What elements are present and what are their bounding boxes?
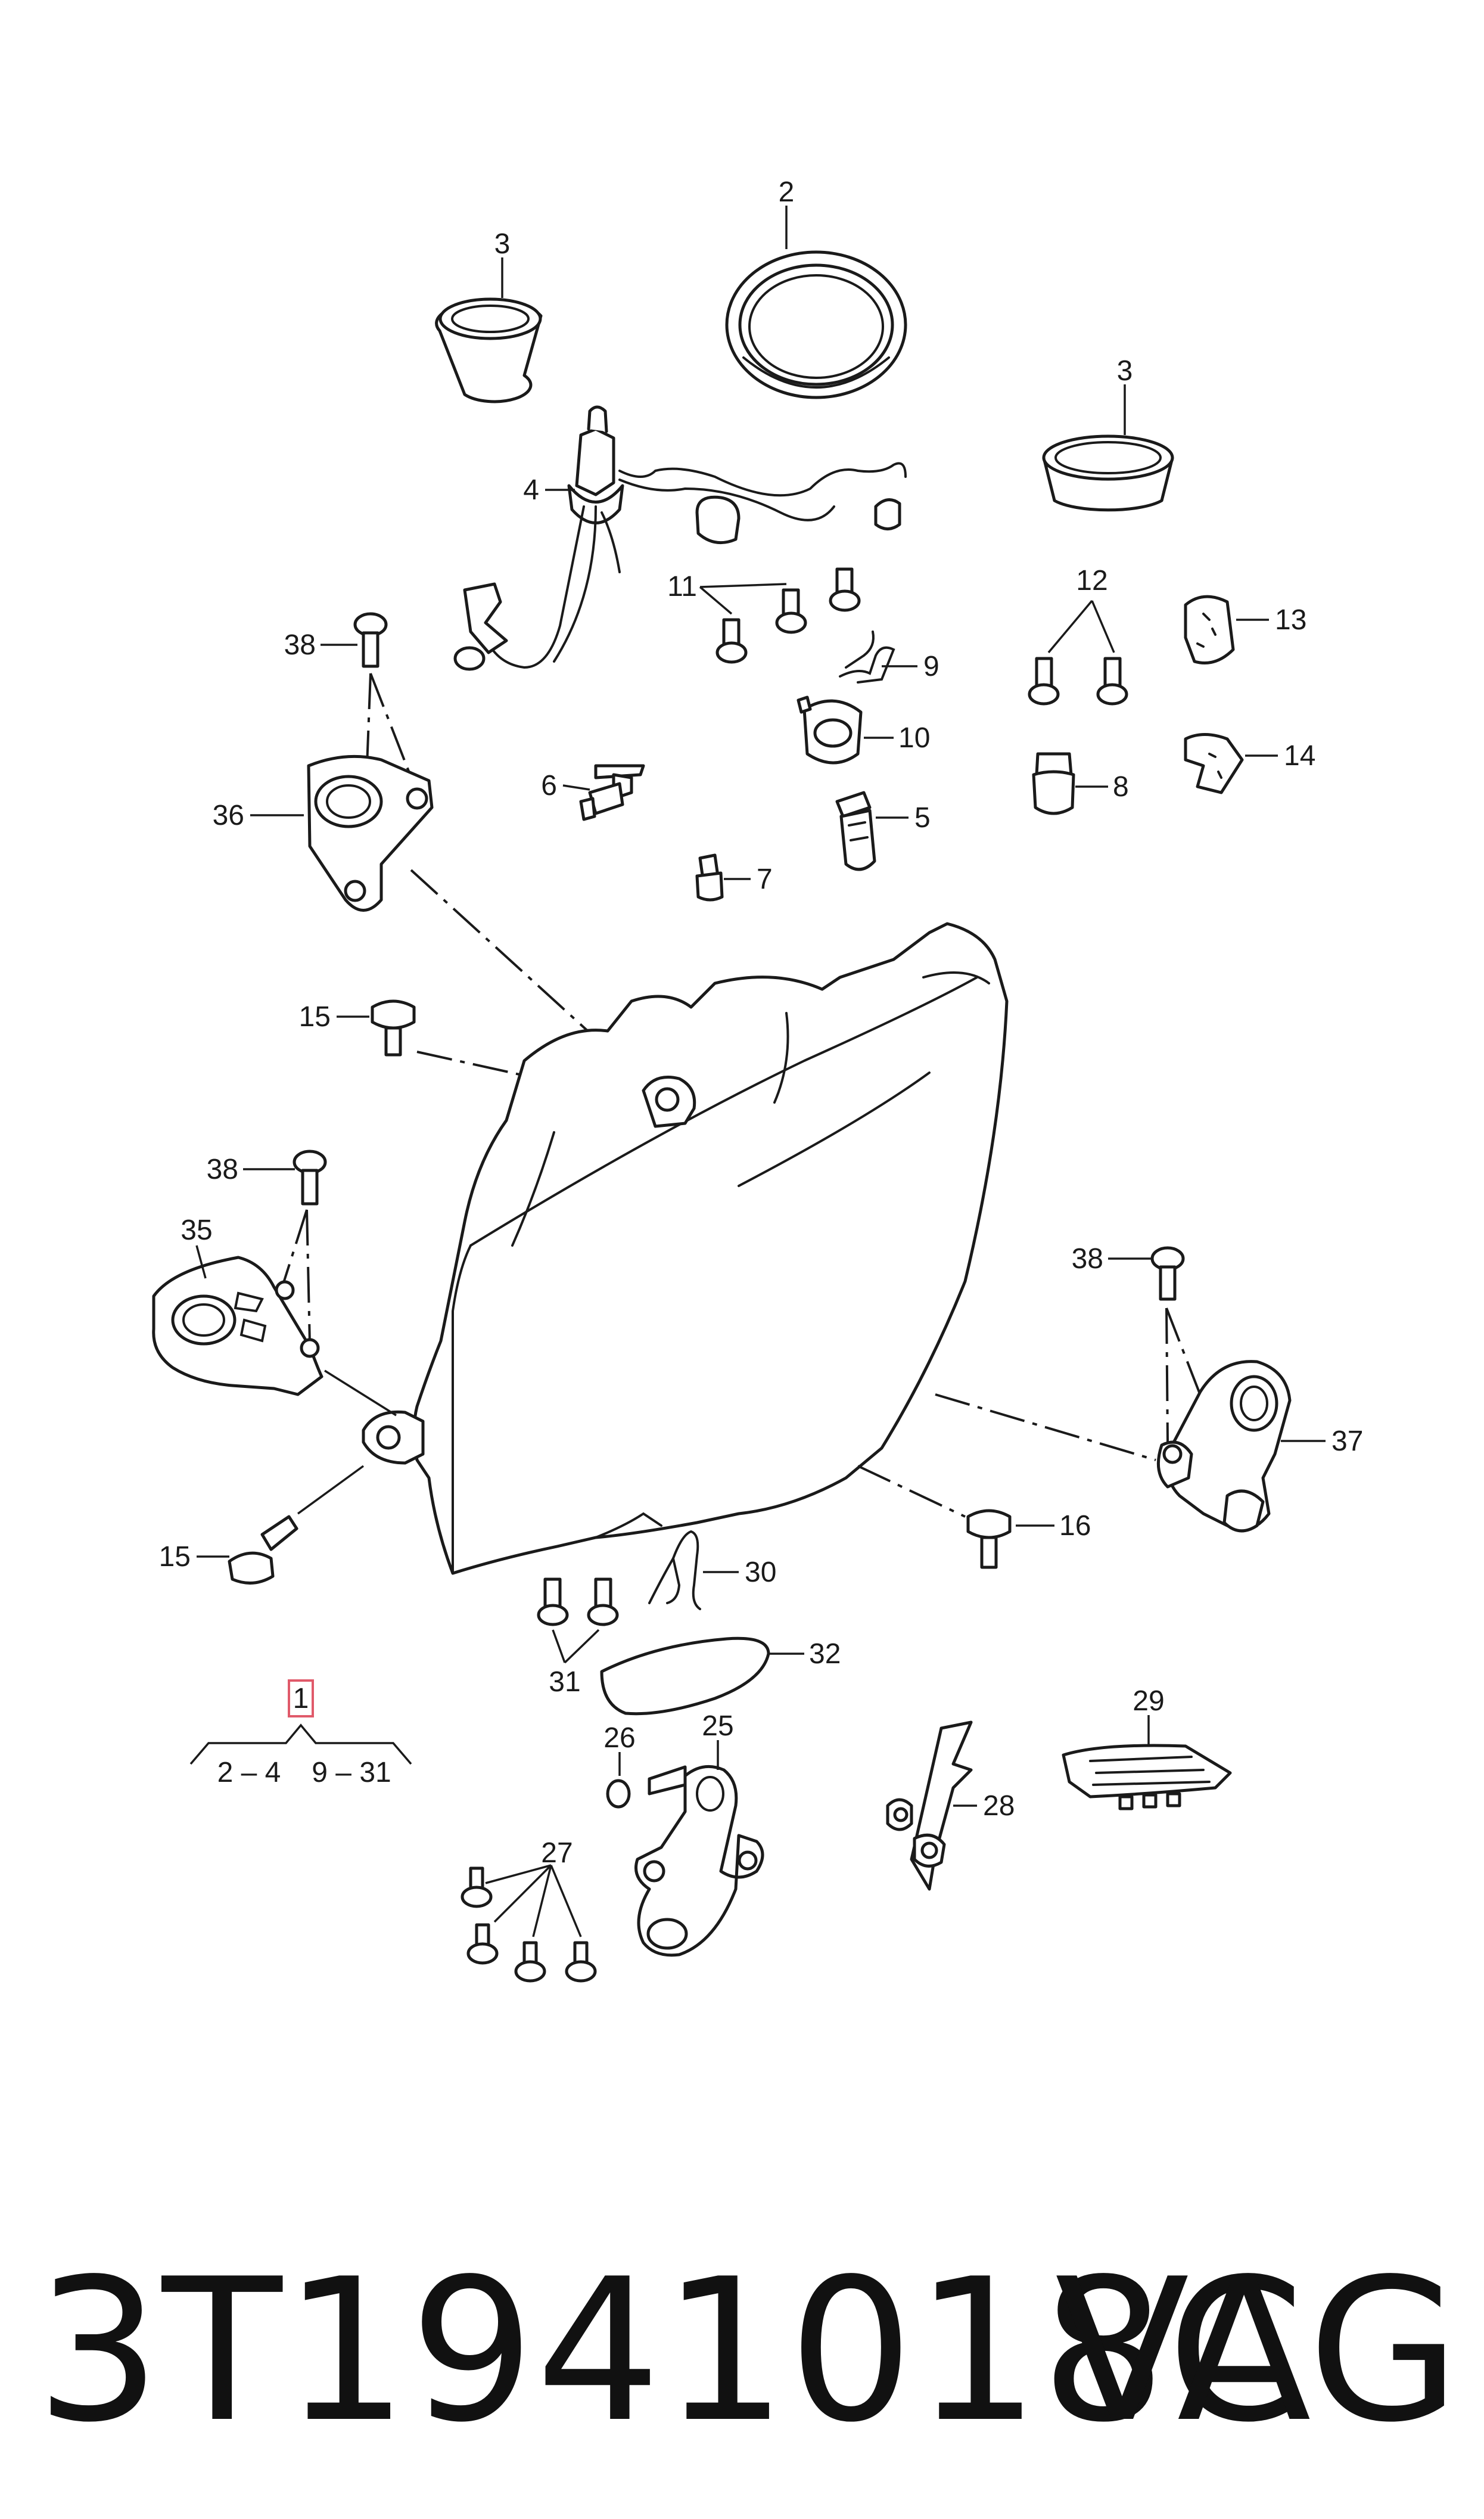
part-number: 3T1941018C bbox=[36, 2237, 1306, 2465]
part-3-cap-ring-right bbox=[1042, 434, 1174, 512]
callout-1-assembly: 1 2 – 4 9 – 31 bbox=[189, 1679, 412, 1788]
callout-15-bottom: 15 bbox=[159, 1541, 191, 1573]
footer: 3T1941018C VAG bbox=[0, 2229, 1484, 2503]
part-14-hose bbox=[1184, 733, 1244, 794]
callout-38-top: 38 bbox=[284, 629, 316, 661]
callout-28: 28 bbox=[983, 1790, 1015, 1822]
callout-14: 14 bbox=[1284, 740, 1315, 772]
part-28-bracket bbox=[886, 1720, 973, 1891]
callout-6: 6 bbox=[541, 770, 557, 802]
callout-15-top: 15 bbox=[299, 1001, 331, 1033]
assembly-bracket bbox=[189, 1723, 412, 1765]
leader-12 bbox=[1047, 600, 1115, 654]
callout-3-right: 3 bbox=[1117, 355, 1133, 387]
part-7-small-bulb bbox=[695, 853, 724, 902]
part-5-halogen-bulb bbox=[835, 791, 876, 871]
leader-31 bbox=[552, 1629, 600, 1664]
callout-35: 35 bbox=[181, 1215, 212, 1246]
line-35-to-housing bbox=[324, 1369, 397, 1417]
callout-8: 8 bbox=[1113, 771, 1129, 803]
exploded-parts-diagram: 2 3 3 4 11 bbox=[152, 176, 1363, 1983]
part-13-hose-elbow bbox=[1184, 595, 1235, 664]
callout-26: 26 bbox=[603, 1722, 635, 1754]
callout-29: 29 bbox=[1133, 1685, 1164, 1717]
line-15-to-housing bbox=[297, 1465, 365, 1515]
headlight-housing bbox=[362, 922, 1009, 1575]
part-31-screws bbox=[537, 1577, 619, 1626]
part-16-bolt bbox=[966, 1509, 1012, 1569]
part-6-bulb bbox=[579, 764, 645, 821]
part-29-cover-grille bbox=[1062, 1744, 1232, 1810]
part-38-screw-mid-left bbox=[293, 1150, 327, 1206]
callout-2: 2 bbox=[779, 176, 795, 208]
part-11-screws bbox=[715, 567, 861, 664]
leader-35 bbox=[195, 1245, 207, 1279]
callout-25: 25 bbox=[702, 1710, 733, 1742]
part-4-wiring-harness bbox=[453, 405, 907, 671]
part-26-o-ring bbox=[606, 1779, 631, 1809]
callout-7: 7 bbox=[757, 864, 773, 895]
dash-16-to-housing bbox=[857, 1465, 966, 1518]
part-32-cover-cap bbox=[600, 1636, 770, 1716]
callout-5: 5 bbox=[914, 802, 931, 834]
part-35-repair-bracket bbox=[152, 1256, 323, 1396]
part-12-screws bbox=[1028, 657, 1128, 706]
dash-38-to-35 bbox=[280, 1209, 311, 1344]
callout-32: 32 bbox=[809, 1638, 841, 1670]
part-3-cap-ring-left bbox=[435, 297, 543, 403]
leader-6 bbox=[562, 784, 590, 791]
callout-9: 9 bbox=[923, 651, 939, 682]
part-15-bolt-top bbox=[371, 999, 416, 1057]
dash-38-to-37 bbox=[1165, 1307, 1211, 1443]
part-10-bulb-socket bbox=[797, 695, 863, 765]
callout-27: 27 bbox=[541, 1837, 573, 1869]
callout-38-mid-left: 38 bbox=[207, 1154, 238, 1185]
callout-31: 31 bbox=[549, 1666, 580, 1698]
callout-4: 4 bbox=[523, 474, 539, 506]
callout-1-highlight-box bbox=[288, 1679, 314, 1717]
callout-37: 37 bbox=[1331, 1425, 1363, 1457]
part-37-repair-bracket bbox=[1156, 1360, 1292, 1533]
part-36-repair-bracket bbox=[307, 754, 434, 912]
part-2-seal-ring bbox=[725, 250, 907, 399]
leader-11 bbox=[699, 583, 787, 615]
callout-16: 16 bbox=[1059, 1510, 1091, 1542]
part-30-spring-clip bbox=[648, 1530, 701, 1610]
callout-13: 13 bbox=[1275, 604, 1306, 636]
callout-30: 30 bbox=[745, 1557, 776, 1588]
callout-1: 1 bbox=[293, 1683, 309, 1714]
callout-11: 11 bbox=[667, 571, 697, 602]
part-25-nozzle-housing bbox=[634, 1765, 764, 1957]
dash-37-to-housing bbox=[935, 1393, 1156, 1461]
part-15-bolt-bottom bbox=[228, 1515, 298, 1585]
range-left: 2 – 4 bbox=[217, 1757, 281, 1788]
part-38-screw-right bbox=[1150, 1246, 1185, 1301]
leader-27 bbox=[485, 1864, 582, 1937]
callout-38-right: 38 bbox=[1072, 1243, 1103, 1275]
part-8-bulb bbox=[1032, 752, 1075, 815]
brand-label: VAG bbox=[1054, 2237, 1460, 2465]
part-38-screw-top bbox=[353, 612, 388, 668]
part-27-screws bbox=[461, 1866, 597, 1983]
callout-3-left: 3 bbox=[494, 228, 511, 260]
part-9-spring-clip bbox=[839, 630, 895, 684]
callout-10: 10 bbox=[898, 722, 930, 754]
callout-12: 12 bbox=[1076, 565, 1107, 597]
callout-36: 36 bbox=[213, 800, 244, 831]
range-right: 9 – 31 bbox=[312, 1757, 391, 1788]
